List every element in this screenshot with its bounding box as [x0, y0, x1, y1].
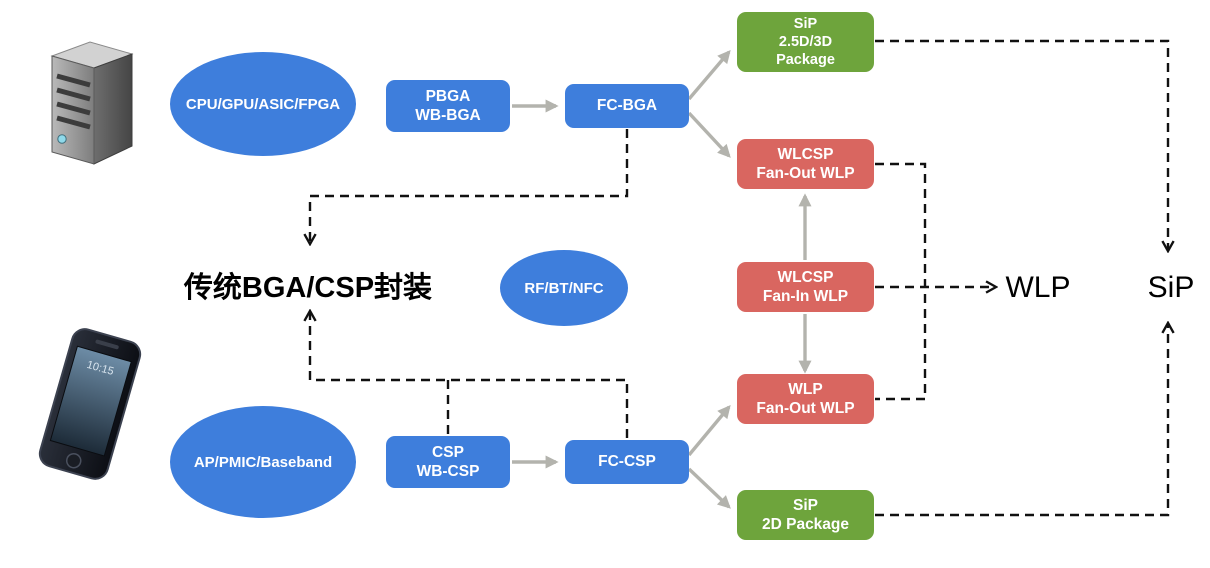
traditional-bga-csp-label: 传统BGA/CSP封装 [183, 272, 433, 304]
node-ap-pmic-baseband: AP/PMIC/Baseband [170, 406, 356, 518]
node-csp-wb-csp: CSP WB-CSP [386, 436, 510, 488]
node-cpu-gpu-asic-fpga: CPU/GPU/ASIC/FPGA [170, 52, 356, 156]
node-fc-csp: FC-CSP [565, 440, 689, 484]
node-sip-2d-package: SiP 2D Package [737, 490, 874, 540]
wlp-category-label: WLP [1005, 271, 1071, 304]
node-wlp-fan-out-wlp: WLP Fan-Out WLP [737, 374, 874, 424]
node-sip-2-5d-3d-package: SiP 2.5D/3D Package [737, 12, 874, 72]
node-wlcsp-fan-in-wlp: WLCSP Fan-In WLP [737, 262, 874, 312]
sip-category-label: SiP [1147, 271, 1195, 304]
node-pbga-wb-bga: PBGA WB-BGA [386, 80, 510, 132]
node-wlcsp-fan-out-wlp: WLCSP Fan-Out WLP [737, 139, 874, 189]
server-icon [40, 34, 140, 180]
smartphone-icon: 10:15 [19, 317, 161, 492]
node-rf-bt-nfc: RF/BT/NFC [500, 250, 628, 326]
node-fc-bga: FC-BGA [565, 84, 689, 128]
